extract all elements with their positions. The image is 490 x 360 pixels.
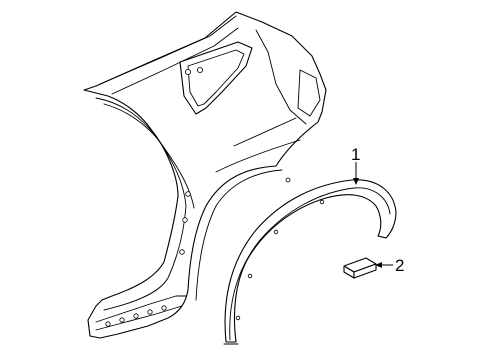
molding-clip [343,257,377,279]
clip-side [353,263,377,279]
rocker-panel [95,295,187,323]
molding-inner-edge [229,187,391,341]
c-pillar-edge [255,29,307,125]
molding-clip-hole [319,199,325,205]
wheel-arch-lip [195,169,283,301]
callout-1-arrowhead [353,178,359,185]
mount-hole [147,309,153,315]
callout-1-number: 1 [351,145,360,164]
mount-hole [285,177,291,183]
callout-2-arrowhead [375,262,382,268]
callout-1: 1 [351,145,360,185]
molding-clip-hole [247,273,253,279]
body-crease-lower [215,139,301,173]
mount-hole [185,191,191,197]
mount-hole [105,321,111,327]
wheel-opening-molding [223,179,397,345]
roof-rail [99,15,237,85]
mount-hole [196,67,203,74]
tail-lamp-opening [297,69,321,117]
rocker-panel-lower [95,305,183,331]
quarter-panel-outline [83,11,327,339]
callout-2: 2 [375,256,404,275]
roof-rail-inner [111,27,239,95]
mount-hole [182,217,188,223]
molding-clip-hole [235,315,241,321]
door-opening-flange [103,103,195,209]
quarter-window-inner [187,49,245,107]
quarter-panel [83,11,327,339]
molding-outline [224,179,397,343]
callout-2-number: 2 [395,256,404,275]
mount-hole [161,305,167,311]
body-crease [233,117,297,147]
mount-hole [133,313,139,319]
mount-hole [119,317,125,323]
door-opening-edge [95,97,187,311]
quarter-window-opening [179,41,253,115]
mount-hole [179,249,185,255]
molding-clip-hole [273,229,279,235]
mount-hole [184,69,191,76]
